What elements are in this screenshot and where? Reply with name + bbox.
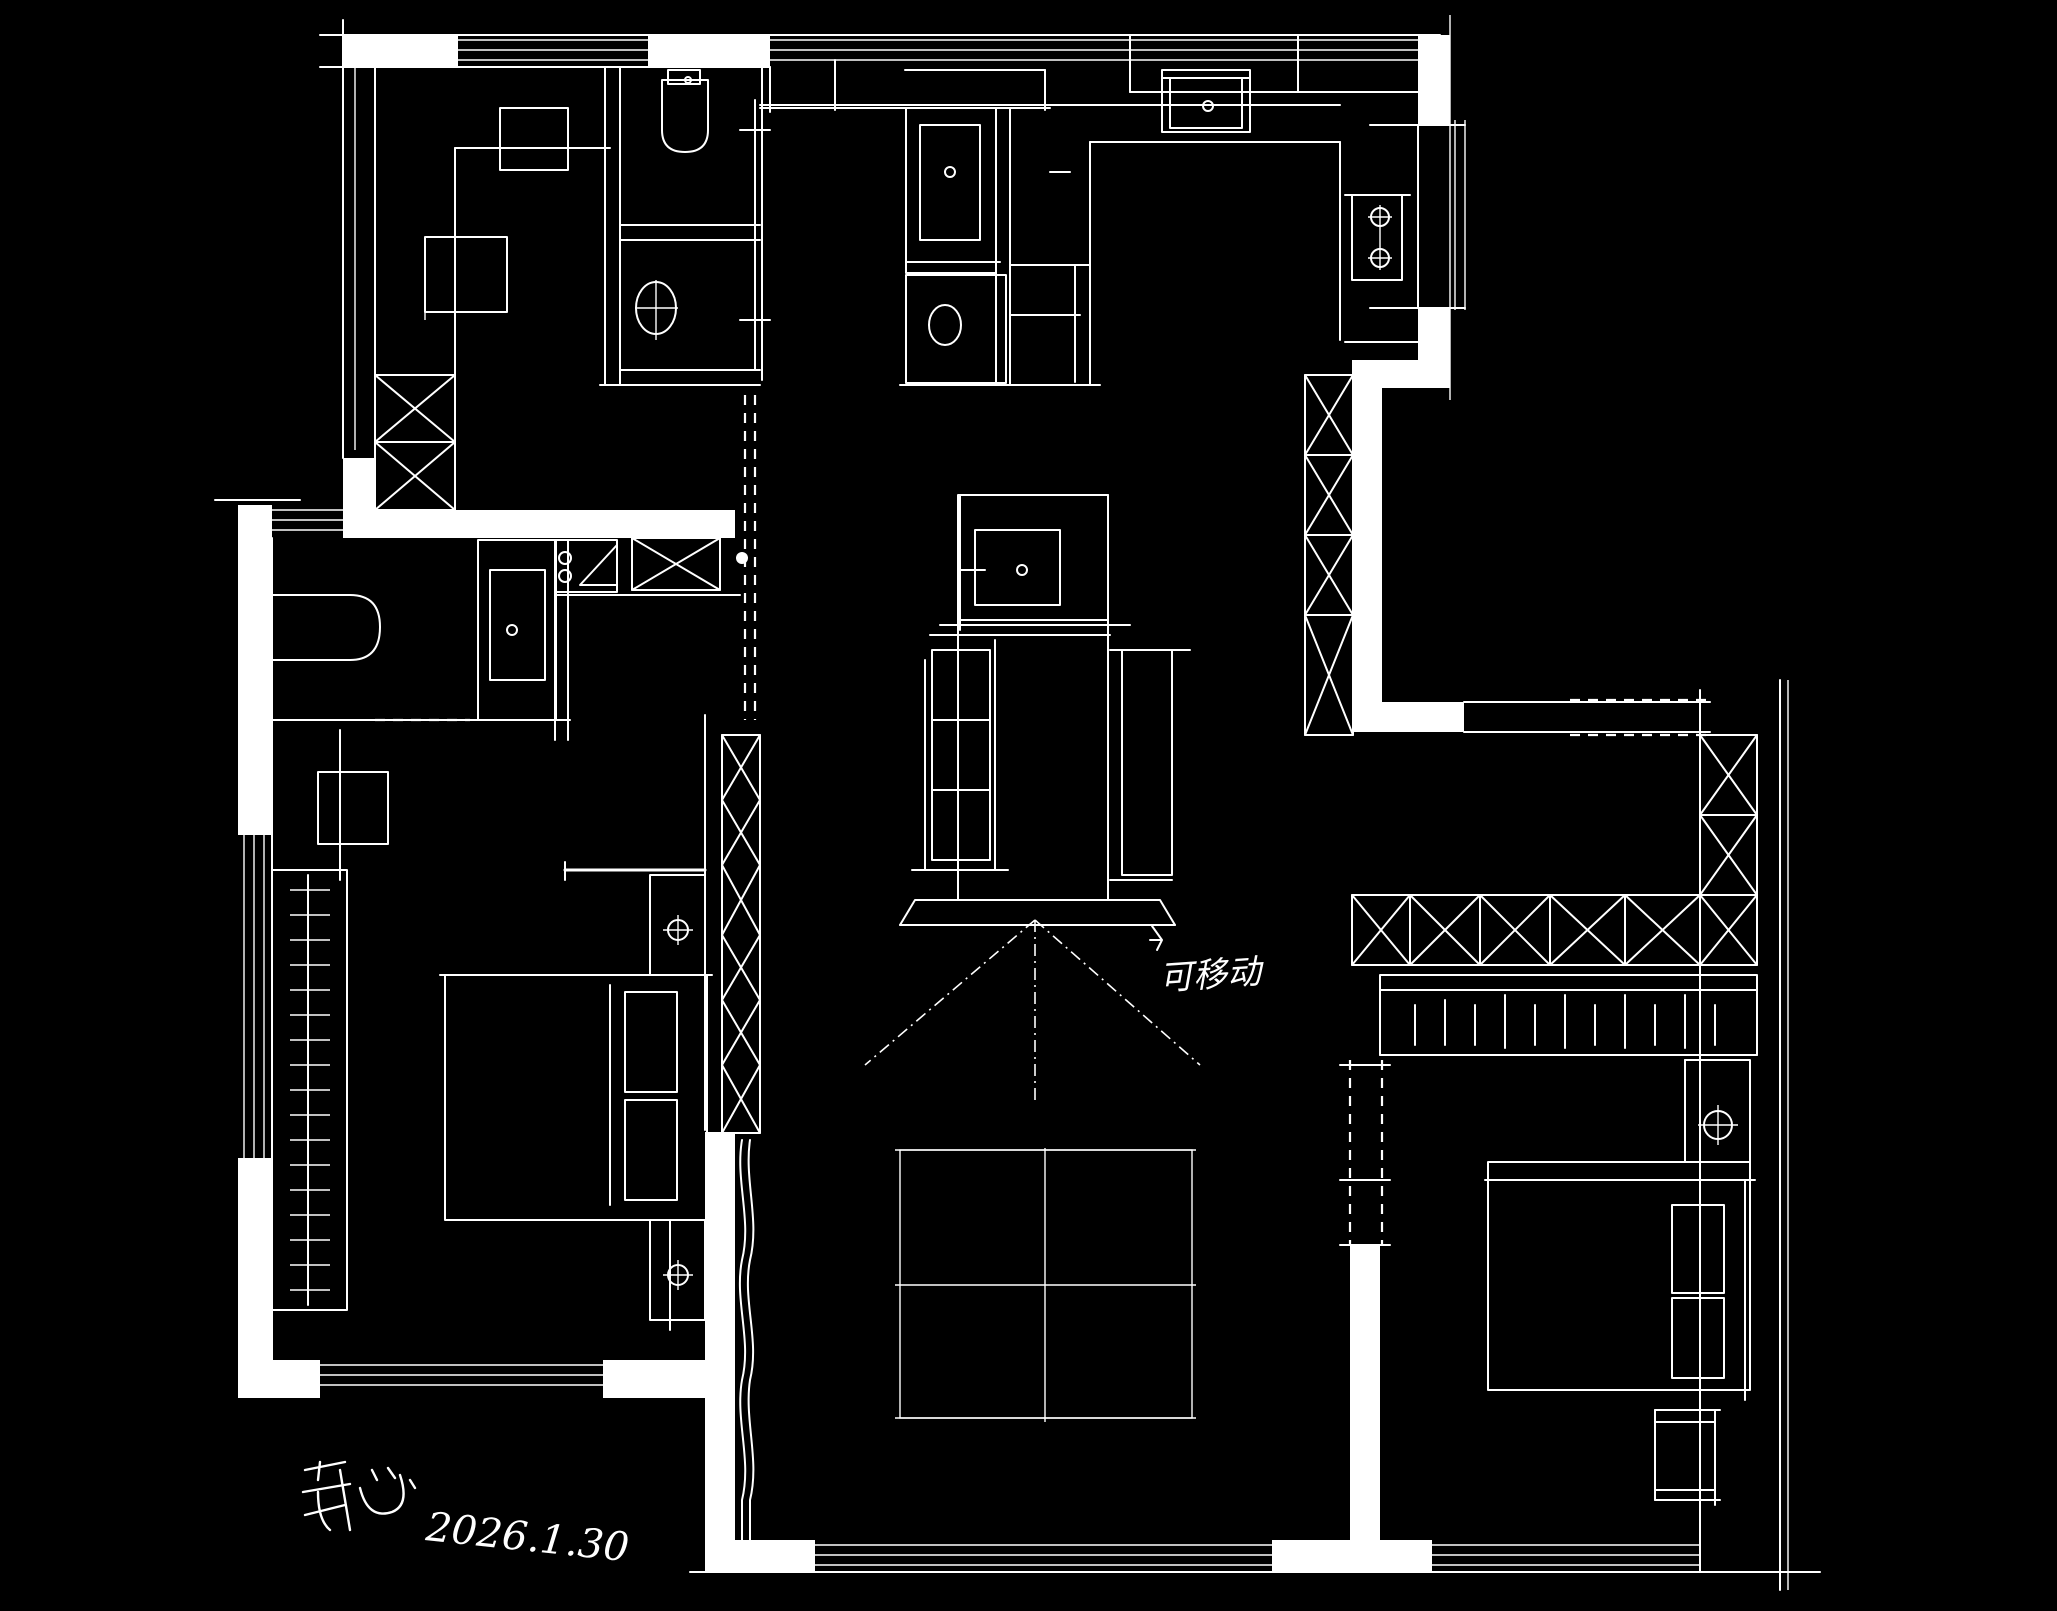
left-bathroom	[271, 537, 741, 881]
center-area	[864, 494, 1201, 1422]
annotations: 可移动 2026.1.30	[301, 952, 1267, 1571]
walls	[238, 35, 1464, 1572]
signature-mark	[301, 1460, 417, 1532]
date-text: 2026.1.30	[423, 1504, 631, 1571]
left-bedroom	[271, 714, 761, 1541]
top-left-room	[374, 66, 771, 511]
top-center-bath	[759, 34, 1419, 736]
right-bedroom	[1339, 734, 1758, 1506]
movable-note: 可移动	[1158, 952, 1267, 999]
